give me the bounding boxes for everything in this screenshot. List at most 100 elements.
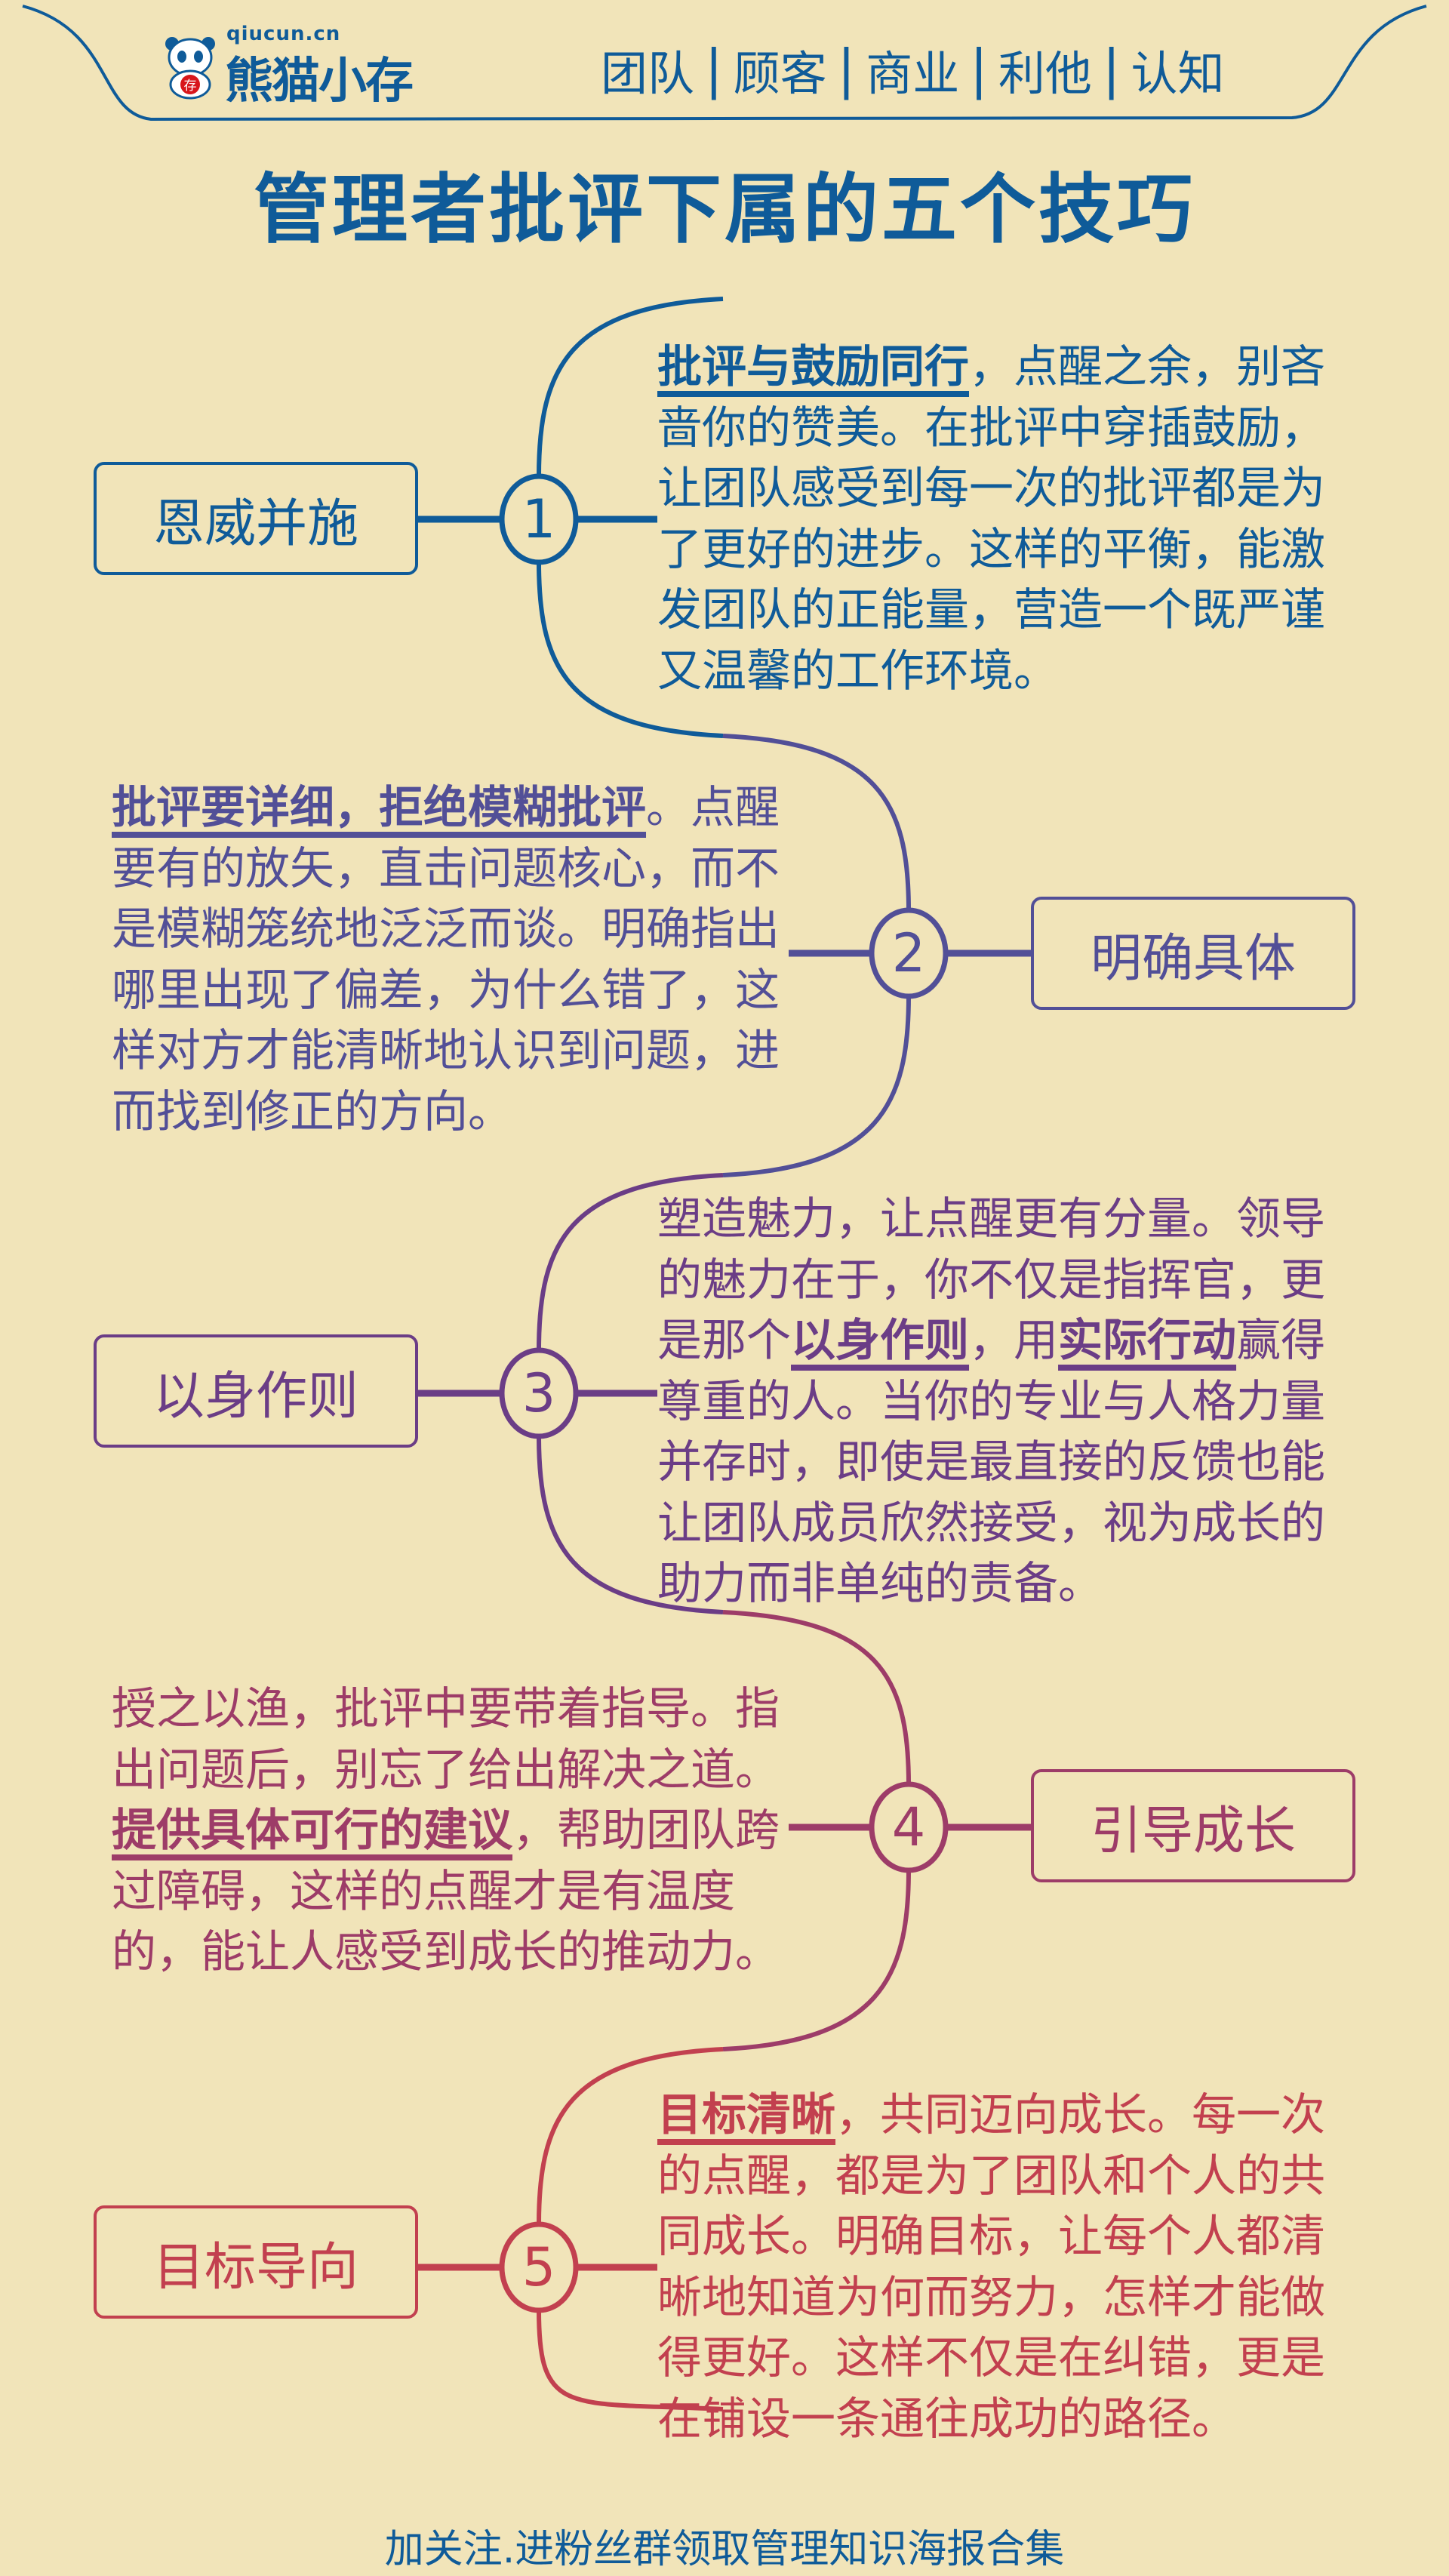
- text-segment: 样对方才能清晰地认识到问题，进: [112, 1024, 780, 1076]
- spine-segment: [537, 297, 724, 738]
- text-segment: 发团队的正能量，营造一个既严谨: [657, 583, 1326, 636]
- highlighted-phrase: 以身作则: [791, 1314, 970, 1366]
- text-segment: 哪里出现了偏差，为什么错了，这: [112, 963, 780, 1016]
- text-segment: 的点醒，都是为了团队和个人的共: [657, 2149, 1326, 2202]
- text-segment: 了更好的进步。这样的平衡，能激: [657, 522, 1326, 575]
- text-segment: 。点醒: [646, 781, 780, 833]
- description-line: 的，能让人感受到成长的推动力。: [112, 1922, 798, 1983]
- description-line: 得更好。这样不仅是在纠错，更是: [657, 2328, 1344, 2389]
- tip-number: 1: [521, 488, 556, 550]
- text-segment: 并存时，即使是最直接的反馈也能: [657, 1436, 1326, 1488]
- description-line: 是模糊笼统地泛泛而谈。明确指出: [112, 899, 798, 960]
- text-segment: ，用: [969, 1314, 1059, 1366]
- description-line: 了更好的进步。这样的平衡，能激: [657, 519, 1344, 580]
- tip-label-box: 恩威并施: [94, 462, 418, 575]
- text-segment: 出问题后，别忘了给出解决之道。: [112, 1743, 780, 1796]
- description-line: 授之以渔，批评中要带着指导。指: [112, 1679, 798, 1740]
- text-segment: 同成长。明确目标，让每个人都清: [657, 2210, 1326, 2262]
- highlighted-phrase: 提供具体可行的建议: [112, 1804, 513, 1856]
- category-nav: 团队 | 顾客 | 商业 | 利他 | 认知: [601, 38, 1224, 101]
- nav-item-altruism[interactable]: 利他: [998, 46, 1092, 101]
- description-line: 同成长。明确目标，让每个人都清: [657, 2206, 1344, 2267]
- tip-label-box: 以身作则: [94, 1334, 418, 1448]
- description-line: 的魅力在于，你不仅是指挥官，更: [657, 1250, 1344, 1311]
- logo-domain: qiucun.cn: [226, 23, 341, 45]
- text-segment: 啬你的赞美。在批评中穿插鼓励，: [657, 401, 1326, 454]
- description-line: 啬你的赞美。在批评中穿插鼓励，: [657, 398, 1344, 459]
- text-segment: 的，能让人感受到成长的推动力。: [112, 1925, 780, 1977]
- description-line: 在铺设一条通往成功的路径。: [657, 2389, 1344, 2450]
- nav-item-business[interactable]: 商业: [866, 46, 960, 101]
- text-segment: 尊重的人。当你的专业与人格力量: [657, 1374, 1326, 1427]
- text-segment: 授之以渔，批评中要带着指导。指: [112, 1682, 780, 1734]
- tip-label-box: 目标导向: [94, 2205, 418, 2319]
- header-banner-outline: [22, 5, 1427, 122]
- text-segment: 的魅力在于，你不仅是指挥官，更: [657, 1253, 1326, 1306]
- spine-segment: [537, 1173, 724, 1614]
- tip-number: 3: [521, 1362, 556, 1424]
- tip-number: 5: [521, 2236, 556, 2298]
- text-segment: 在铺设一条通往成功的路径。: [657, 2392, 1237, 2445]
- spine-segment: [722, 1610, 911, 2051]
- page-title: 管理者批评下属的五个技巧: [254, 165, 1195, 254]
- nav-separator: |: [1102, 38, 1121, 100]
- text-segment: 又温馨的工作环境。: [657, 644, 1059, 697]
- text-segment: 是那个: [657, 1314, 792, 1366]
- highlighted-phrase: 批评与鼓励同行: [657, 340, 970, 392]
- description-line: 样对方才能清晰地认识到问题，进: [112, 1020, 798, 1082]
- description-line: 又温馨的工作环境。: [657, 641, 1344, 702]
- panda-logo-icon: 存: [160, 36, 220, 103]
- description-line: 提供具体可行的建议，帮助团队跨: [112, 1800, 798, 1861]
- description-line: 要有的放矢，直击问题核心，而不: [112, 839, 798, 900]
- text-segment: 塑造魅力，让点醒更有分量。领导: [657, 1193, 1326, 1245]
- highlighted-phrase: 实际行动: [1058, 1314, 1237, 1366]
- nav-separator: |: [837, 38, 856, 100]
- text-segment: 要有的放矢，直击问题核心，而不: [112, 842, 780, 894]
- text-segment: ，点醒之余，别吝: [969, 340, 1326, 392]
- description-line: 目标清晰，共同迈向成长。每一次: [657, 2085, 1344, 2146]
- text-segment: 赢得: [1236, 1314, 1326, 1366]
- description-line: 出问题后，别忘了给出解决之道。: [112, 1740, 798, 1801]
- description-line: 发团队的正能量，营造一个既严谨: [657, 580, 1344, 641]
- tip-description: 塑造魅力，让点醒更有分量。领导的魅力在于，你不仅是指挥官，更是那个以身作则，用实…: [657, 1189, 1344, 1614]
- text-segment: 晰地知道为何而努力，怎样才能做: [657, 2270, 1326, 2323]
- spine-segment: [722, 734, 911, 1177]
- description-line: 过障碍，这样的点醒才是有温度: [112, 1861, 798, 1922]
- description-line: 批评要详细，拒绝模糊批评。点醒: [112, 777, 798, 839]
- text-segment: 让团队成员欣然接受，视为成长的: [657, 1496, 1326, 1549]
- tip-number: 4: [891, 1796, 926, 1858]
- text-segment: 让团队感受到每一次的批评都是为: [657, 462, 1326, 514]
- text-segment: 是模糊笼统地泛泛而谈。明确指出: [112, 903, 780, 955]
- description-line: 晰地知道为何而努力，怎样才能做: [657, 2267, 1344, 2328]
- description-line: 让团队感受到每一次的批评都是为: [657, 458, 1344, 519]
- tip-description: 目标清晰，共同迈向成长。每一次的点醒，都是为了团队和个人的共同成长。明确目标，让…: [657, 2085, 1344, 2449]
- description-line: 助力而非单纯的责备。: [657, 1553, 1344, 1614]
- logo-name: 熊猫小存: [225, 54, 414, 109]
- spine-segment: [537, 2047, 724, 2411]
- tip-label-box: 明确具体: [1031, 897, 1355, 1010]
- highlighted-phrase: 批评要详细，拒绝模糊批评: [112, 781, 647, 833]
- nav-item-team[interactable]: 团队: [601, 46, 695, 101]
- svg-text:存: 存: [184, 78, 197, 94]
- description-line: 并存时，即使是最直接的反馈也能: [657, 1432, 1344, 1493]
- description-line: 尊重的人。当你的专业与人格力量: [657, 1371, 1344, 1433]
- description-line: 而找到修正的方向。: [112, 1082, 798, 1143]
- nav-item-cognition[interactable]: 认知: [1131, 46, 1225, 101]
- tip-description: 批评与鼓励同行，点醒之余，别吝啬你的赞美。在批评中穿插鼓励，让团队感受到每一次的…: [657, 337, 1344, 701]
- highlighted-phrase: 目标清晰: [657, 2088, 836, 2141]
- text-segment: 助力而非单纯的责备。: [657, 1557, 1103, 1609]
- nav-separator: |: [705, 38, 723, 100]
- text-segment: ，帮助团队跨: [512, 1804, 780, 1856]
- tip-label-box: 引导成长: [1031, 1769, 1355, 1882]
- nav-separator: |: [970, 38, 988, 100]
- tip-description: 授之以渔，批评中要带着指导。指出问题后，别忘了给出解决之道。提供具体可行的建议，…: [112, 1679, 798, 1983]
- description-line: 批评与鼓励同行，点醒之余，别吝: [657, 337, 1344, 398]
- tip-description: 批评要详细，拒绝模糊批评。点醒要有的放矢，直击问题核心，而不是模糊笼统地泛泛而谈…: [112, 777, 798, 1142]
- text-segment: ，共同迈向成长。每一次: [835, 2088, 1326, 2141]
- description-line: 让团队成员欣然接受，视为成长的: [657, 1493, 1344, 1554]
- description-line: 的点醒，都是为了团队和个人的共: [657, 2146, 1344, 2207]
- text-segment: 而找到修正的方向。: [112, 1085, 513, 1137]
- nav-item-customer[interactable]: 顾客: [733, 46, 827, 101]
- text-segment: 过障碍，这样的点醒才是有温度: [112, 1864, 736, 1917]
